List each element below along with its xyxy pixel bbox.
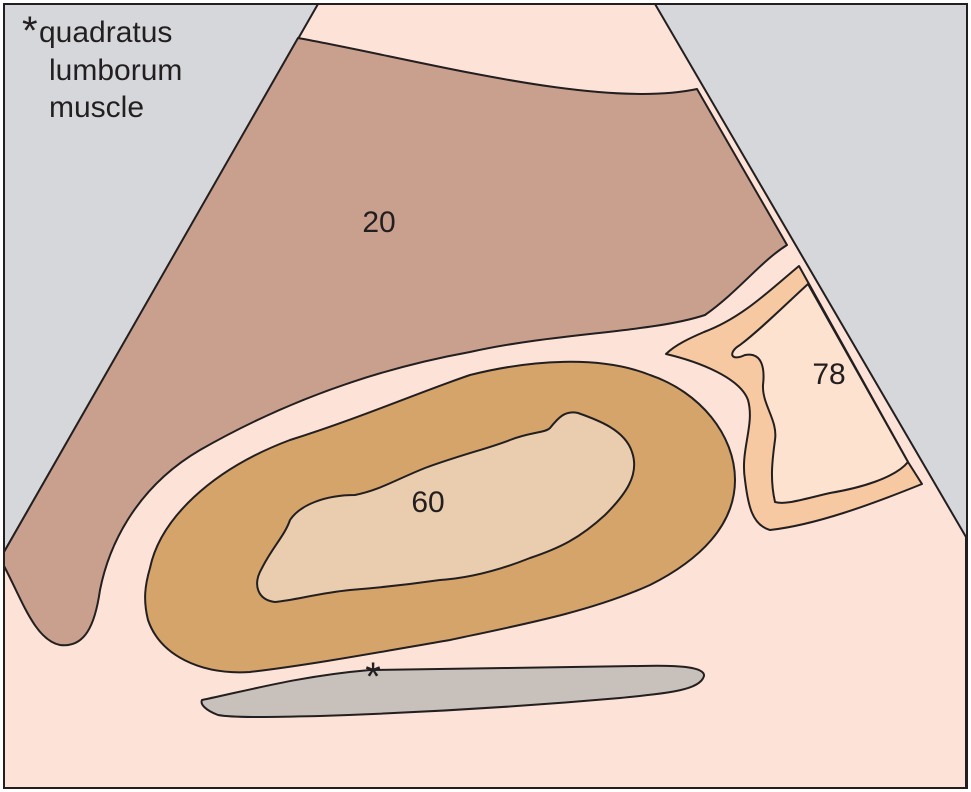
legend-line-3: muscle: [49, 91, 144, 124]
quadratus-lumborum-muscle: [200, 664, 705, 718]
kidney-label: 60: [411, 486, 444, 519]
muscle-asterisk: *: [365, 655, 381, 699]
legend: * quadratus lumborum muscle: [22, 9, 182, 124]
right-inner-region: [731, 283, 909, 504]
liver-label: 20: [362, 206, 395, 239]
kidney-sinus: [256, 411, 636, 603]
liver-region: [3, 37, 788, 647]
legend-line-2: lumborum: [49, 54, 182, 87]
right-region-label: 78: [812, 358, 845, 391]
legend-asterisk: *: [22, 9, 38, 53]
legend-line-1: quadratus: [39, 16, 172, 49]
